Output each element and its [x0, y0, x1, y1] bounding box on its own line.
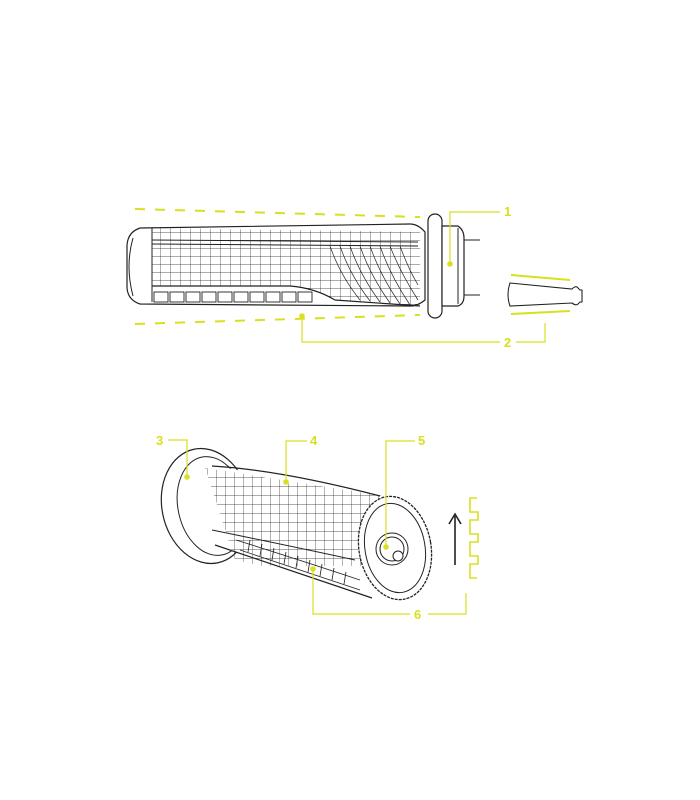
up-arrow-icon [448, 512, 462, 565]
callout-label-2: 2 [504, 335, 512, 350]
callout-1 [447, 211, 500, 267]
side-view [126, 208, 583, 343]
callout-5 [383, 440, 415, 550]
perspective-view [160, 439, 479, 615]
callout-label-1: 1 [504, 204, 512, 219]
flange [427, 213, 443, 319]
taper-guide-top [134, 208, 421, 218]
callout-label-6: 6 [414, 607, 422, 622]
callout-label-5: 5 [418, 433, 426, 448]
logo-icon [392, 550, 404, 562]
callout-6 [310, 566, 467, 615]
callout-3 [168, 439, 190, 480]
callout-label-3: 3 [156, 433, 164, 448]
taper-guide-bottom [134, 314, 421, 325]
stepped-rib-profile-icon [469, 497, 479, 579]
callout-label-4: 4 [310, 433, 318, 448]
callout-4 [283, 440, 307, 485]
callout-2 [299, 313, 546, 343]
core-insert [507, 282, 583, 307]
collar [441, 225, 465, 307]
